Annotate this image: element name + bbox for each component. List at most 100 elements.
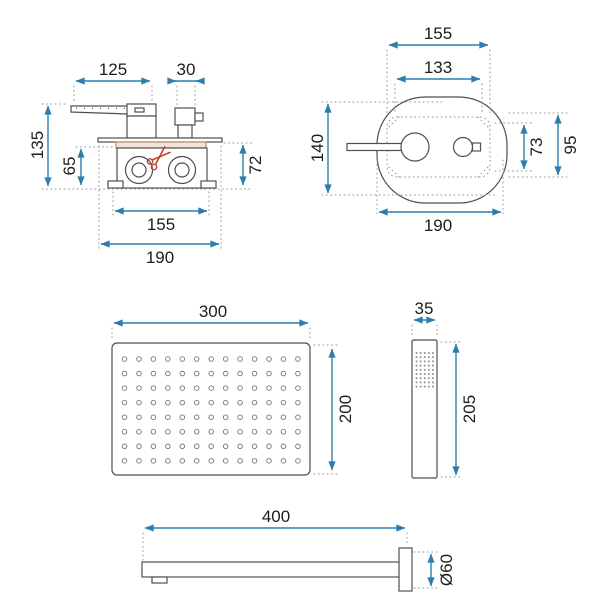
nozzle	[415, 373, 418, 375]
nozzle	[179, 429, 186, 435]
nozzle	[121, 370, 128, 377]
nozzle	[432, 364, 434, 367]
nozzle	[427, 356, 430, 359]
nozzle	[222, 429, 229, 435]
nozzle	[193, 399, 200, 406]
nozzle	[121, 458, 128, 464]
dim-depth-rear: 72	[239, 144, 265, 186]
nozzle	[165, 370, 171, 377]
head-shower-outline	[111, 342, 311, 476]
mixer-front-lever	[346, 142, 403, 152]
nozzle	[415, 352, 418, 354]
view-head-shower: 300 200	[111, 302, 355, 476]
nozzle	[208, 385, 214, 391]
nozzle	[208, 458, 214, 464]
mixer-diverter-knob	[174, 107, 196, 126]
nozzle	[251, 414, 258, 420]
nozzle	[423, 381, 426, 384]
mixer-diverter-stem	[177, 124, 193, 139]
nozzle	[415, 377, 418, 380]
nozzle	[251, 356, 258, 362]
nozzle	[179, 458, 186, 464]
nozzle	[280, 414, 287, 420]
nozzle	[179, 443, 186, 450]
dim-label: 190	[424, 216, 452, 235]
dim-label: 73	[527, 138, 546, 157]
nozzle	[251, 399, 258, 406]
nozzle	[266, 429, 272, 435]
nozzle	[419, 377, 422, 380]
mixer-inlet-right-inner	[174, 162, 190, 178]
mixer-lever-cap	[126, 103, 157, 117]
arm-tube	[141, 561, 401, 578]
nozzle	[427, 364, 430, 367]
nozzle	[266, 458, 272, 464]
dim-body-width: 155	[114, 207, 208, 234]
dim-label: 125	[99, 60, 127, 79]
nozzle	[280, 429, 287, 435]
nozzle	[427, 360, 430, 363]
nozzle	[295, 370, 301, 377]
dim-label: 30	[177, 60, 196, 79]
nozzle	[222, 370, 229, 377]
nozzle	[237, 458, 243, 464]
mixer-cartridge-stem	[126, 115, 157, 139]
nozzle	[165, 356, 171, 362]
nozzle	[136, 414, 142, 420]
nozzle	[295, 399, 301, 406]
dim-label: 200	[336, 395, 355, 423]
dim-front-body-width: 190	[378, 208, 502, 235]
nozzle	[423, 356, 426, 359]
nozzle	[179, 356, 186, 362]
nozzle	[179, 399, 186, 406]
nozzle	[121, 356, 128, 362]
nozzle	[237, 429, 243, 435]
nozzle	[150, 429, 157, 435]
nozzle	[419, 368, 422, 371]
nozzle	[136, 370, 142, 377]
nozzle	[427, 385, 430, 388]
nozzle	[427, 381, 430, 384]
scissors-icon	[146, 146, 171, 171]
dim-label: 72	[246, 156, 265, 175]
nozzle	[222, 385, 229, 391]
mixer-trim-plate	[97, 137, 223, 143]
nozzle	[222, 443, 229, 450]
nozzle	[423, 385, 426, 388]
nozzle	[136, 458, 142, 464]
dim-knob-width: 30	[167, 60, 205, 85]
mixer-foot-left	[107, 180, 124, 189]
nozzle	[237, 399, 243, 406]
nozzle	[237, 356, 243, 362]
dim-label: 155	[424, 24, 452, 43]
dim-label: Ø60	[437, 554, 456, 586]
mixer-lever-outline	[70, 105, 129, 115]
nozzle	[427, 352, 430, 354]
nozzle	[251, 429, 258, 435]
nozzle	[193, 385, 200, 391]
view-hand-shower: 35 205	[411, 299, 479, 479]
nozzle	[237, 414, 243, 420]
nozzle	[237, 443, 243, 450]
nozzle	[280, 399, 287, 406]
mixer-front-lever-hub	[400, 132, 430, 162]
nozzle	[179, 385, 186, 391]
arm-wall-flange	[398, 547, 413, 592]
nozzle	[266, 370, 272, 377]
nozzle	[222, 399, 229, 406]
nozzle	[419, 360, 422, 363]
nozzle	[136, 356, 142, 362]
nozzle	[193, 429, 200, 435]
dim-plate-height-inner: 73	[520, 124, 546, 170]
nozzle	[193, 370, 200, 377]
nozzle	[150, 385, 157, 391]
nozzle	[193, 443, 200, 450]
dim-label: 35	[415, 299, 434, 318]
dim-lever-length: 125	[75, 60, 151, 85]
nozzle	[280, 458, 287, 464]
nozzle	[251, 385, 258, 391]
nozzle	[136, 399, 142, 406]
nozzle	[295, 443, 301, 450]
nozzle	[415, 385, 418, 388]
